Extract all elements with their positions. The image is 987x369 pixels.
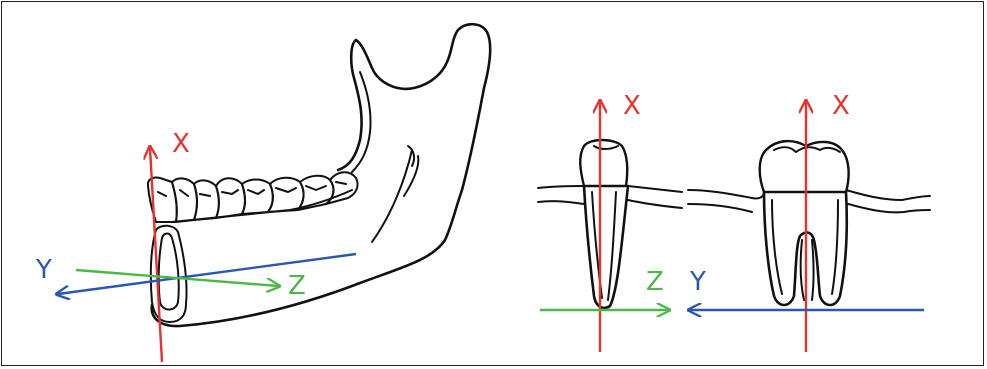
incisor-gum (538, 186, 682, 208)
jaw-x-label: X (172, 129, 190, 159)
alveolar-line (172, 190, 352, 222)
incisor-root-inner (592, 192, 616, 300)
ramus-ridge (372, 150, 412, 242)
symphysis-inner (159, 234, 179, 310)
ramus-ridge-3 (404, 156, 418, 196)
molar-y-label: Y (689, 267, 706, 297)
jaw-y-label: Y (35, 255, 52, 285)
incisor-x-label: X (623, 91, 641, 121)
jaw-y-axis (58, 254, 356, 294)
jaw-z-axis (76, 270, 278, 286)
jaw-axes: X Y Z (35, 129, 356, 362)
incisor-root (584, 186, 628, 308)
incisor-crown (580, 140, 627, 186)
jaw-z-label: Z (288, 271, 306, 301)
incisor-drawing: X Z (538, 91, 682, 352)
molar-drawing: X Y (688, 91, 930, 352)
molar-gum (688, 190, 930, 212)
molar-x-label: X (832, 91, 850, 121)
incisor-z-label: Z (646, 267, 664, 297)
